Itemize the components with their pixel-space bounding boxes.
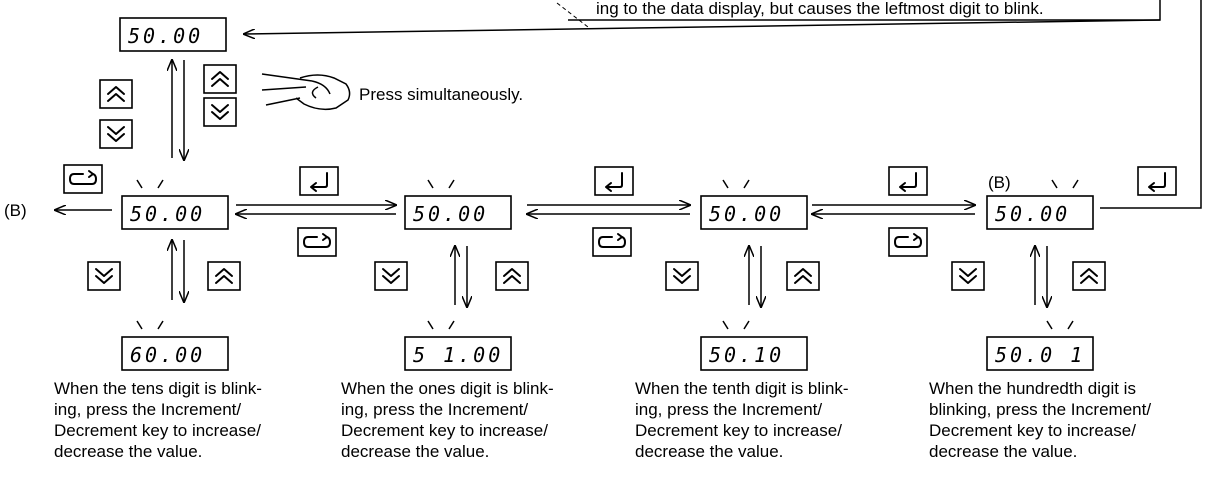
stage-4-caption-line-4: decrease the value.: [929, 442, 1077, 461]
stage-4-caption-line-2: blinking, press the Increment/: [929, 400, 1151, 419]
increment-key-top-right[interactable]: [203, 64, 237, 94]
enter-key-4[interactable]: [1137, 166, 1177, 196]
stage-1: 50.00 60.00 When the tens digit is blink…: [54, 179, 262, 461]
stage-2-result: 5 1.00: [413, 343, 503, 367]
shift-key-2[interactable]: [592, 227, 632, 257]
decrement-key-stage-1[interactable]: [87, 261, 121, 291]
shift-key-left[interactable]: [63, 164, 103, 194]
note-text: ing to the data display, but causes the …: [596, 0, 1044, 18]
stage-2-display: 50.00: [413, 202, 488, 226]
stage-1-caption-line-3: Decrement key to increase/: [54, 421, 261, 440]
stage-1-result: 60.00: [130, 343, 205, 367]
increment-key-top-left[interactable]: [99, 79, 133, 109]
shift-key-1[interactable]: [297, 227, 337, 257]
enter-key-2[interactable]: [594, 166, 634, 196]
stage-1-caption-line-2: ing, press the Increment/: [54, 400, 241, 419]
stage-3-display: 50.00: [709, 202, 784, 226]
stage-1-caption-line-1: When the tens digit is blink-: [54, 379, 262, 398]
increment-key-stage-4[interactable]: [1072, 261, 1106, 291]
stage-1-caption-line-4: decrease the value.: [54, 442, 202, 461]
stage-4-display: 50.00: [995, 202, 1070, 226]
stage-3-caption-line-1: When the tenth digit is blink-: [635, 379, 849, 398]
pointing-hand-icon: [261, 73, 351, 111]
top-display-value: 50.00: [128, 24, 203, 48]
stage-4: (B) 50.00 50.0 1 When the hundredth digi…: [929, 173, 1151, 461]
note-box: ing to the data display, but causes the …: [556, 0, 1161, 28]
b-marker-right: (B): [988, 173, 1011, 192]
increment-key-stage-2[interactable]: [495, 261, 529, 291]
decrement-key-top-right[interactable]: [203, 97, 237, 127]
stage-4-result: 50.0 1: [995, 343, 1085, 367]
stage-3-result: 50.10: [709, 343, 784, 367]
top-display: 50.00: [119, 17, 227, 52]
stage-2-caption-line-4: decrease the value.: [341, 442, 489, 461]
shift-key-3[interactable]: [888, 227, 928, 257]
stage-2-caption-line-3: Decrement key to increase/: [341, 421, 548, 440]
enter-key-1[interactable]: [299, 166, 339, 196]
decrement-key-stage-2[interactable]: [374, 261, 408, 291]
stage-3-caption-line-3: Decrement key to increase/: [635, 421, 842, 440]
stage-3-caption-line-2: ing, press the Increment/: [635, 400, 822, 419]
stage-3-caption-line-4: decrease the value.: [635, 442, 783, 461]
increment-key-stage-3[interactable]: [786, 261, 820, 291]
stage-4-caption-line-1: When the hundredth digit is: [929, 379, 1136, 398]
press-simultaneously-label: Press simultaneously.: [359, 85, 523, 104]
decrement-key-stage-3[interactable]: [665, 261, 699, 291]
stage-2-caption-line-2: ing, press the Increment/: [341, 400, 528, 419]
stage-1-display: 50.00: [130, 202, 205, 226]
enter-key-3[interactable]: [888, 166, 928, 196]
return-arrow: [244, 19, 1161, 34]
decrement-key-stage-4[interactable]: [951, 261, 985, 291]
stage-2: 50.00 5 1.00 When the ones digit is blin…: [341, 179, 554, 461]
decrement-key-top-left[interactable]: [99, 119, 133, 149]
stage-3: 50.00 50.10 When the tenth digit is blin…: [635, 179, 849, 461]
stage-4-caption-line-3: Decrement key to increase/: [929, 421, 1136, 440]
increment-key-stage-1[interactable]: [207, 261, 241, 291]
note-pointer: [556, 2, 589, 28]
return-path-line: [1100, 0, 1202, 209]
stage-2-caption-line-1: When the ones digit is blink-: [341, 379, 554, 398]
b-marker-left: (B): [4, 201, 27, 220]
